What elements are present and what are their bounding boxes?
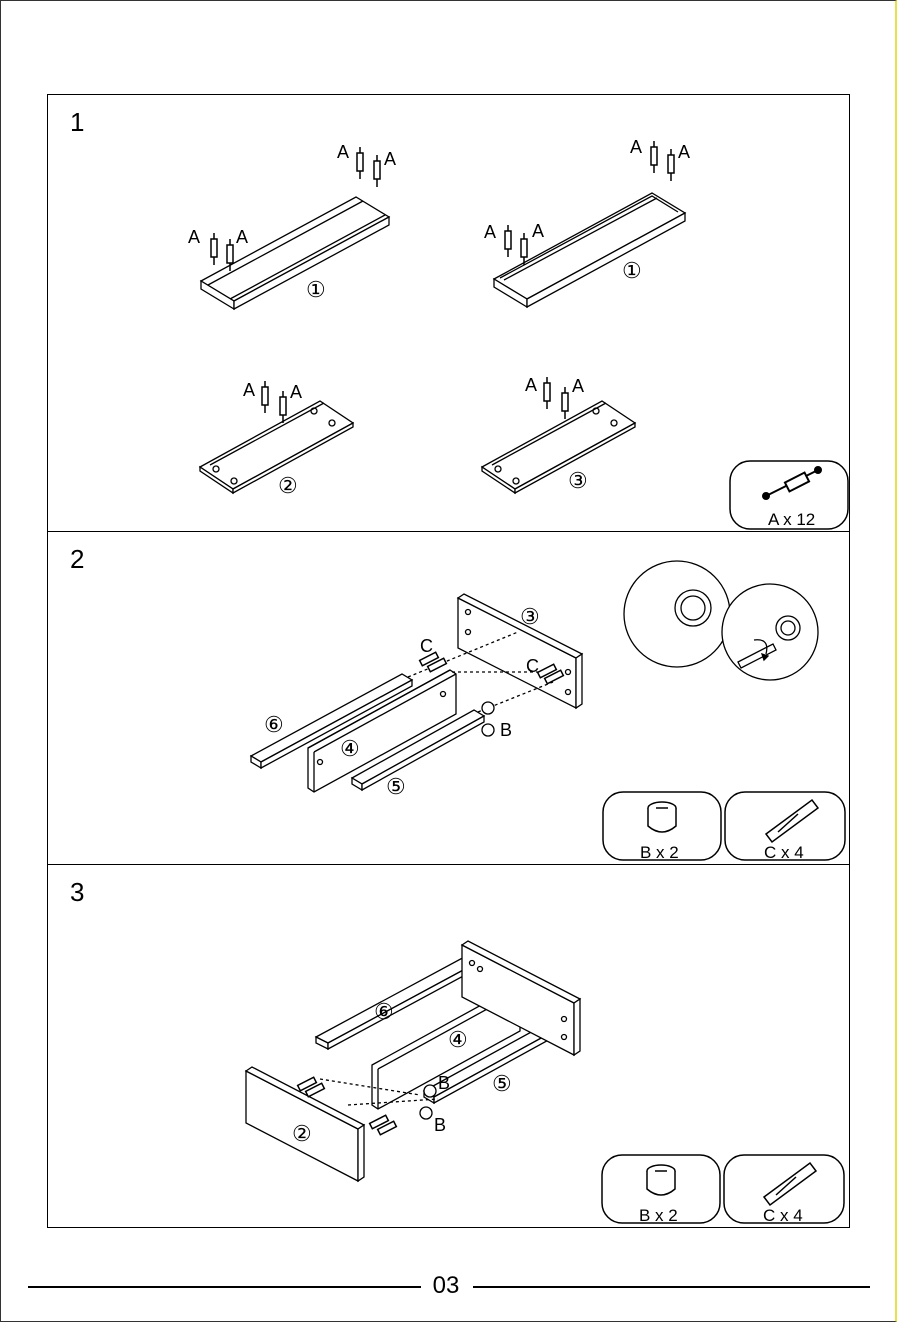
panel-1-label: ① [622,258,642,283]
step-3-panel: 3 [47,864,850,1228]
hardware-quantity: B x 2 [639,1206,678,1225]
dowel-label: A [484,222,496,242]
cam-label: B [434,1115,446,1135]
dowel-label: A [678,142,690,162]
step-2-panel: 2 [47,531,850,865]
hardware-quantity: B x 2 [640,843,679,862]
footer-rule-right [473,1286,870,1288]
hardware-quantity: A x 12 [768,510,815,529]
dowel-label: C [420,636,433,656]
dowel-label: A [188,227,200,247]
cam-label: B [500,720,512,740]
step-2-illustration: C C B ③ ⑥ ④ ⑤ B x 2 C x 4 [48,532,851,866]
panel-2-label: ② [292,1121,312,1146]
step-1-illustration: A A A A A A A A A A A A ① ① ② ③ A x 12 [48,95,851,533]
dowel-label: A [630,137,642,157]
hardware-quantity: C x 4 [764,843,804,862]
panel-1-label: ① [306,277,326,302]
step-1-panel: 1 [47,94,850,532]
panel-5-label: ⑤ [386,774,406,799]
cam-lock-detail [624,561,818,680]
dowel-label: C [526,656,539,676]
cam-lock-icon [648,802,676,832]
panel-4-label: ④ [340,736,360,761]
dowel-label: A [243,380,255,400]
dowel-label: A [236,227,248,247]
cam-label: B [438,1073,450,1093]
step-3-illustration: B B ② ⑥ ④ ⑤ B x 2 C x 4 [48,865,851,1229]
dowel-label: A [384,149,396,169]
panel-3-drawing [482,401,635,493]
panel-2-drawing [200,401,353,493]
panel-6-label: ⑥ [264,712,284,737]
dowel-label: A [532,221,544,241]
cam-lock-icon [647,1165,675,1195]
panel-4-label: ④ [448,1027,468,1052]
dowel-label: A [525,375,537,395]
panel-2-label: ② [278,473,298,498]
page-number: 03 [420,1270,472,1302]
dowel-label: A [337,142,349,162]
panel-3-label: ③ [520,604,540,629]
dowel-label: A [290,382,302,402]
panel-3-label: ③ [568,468,588,493]
dowel-label: A [572,376,584,396]
panel-6-label: ⑥ [374,999,394,1024]
panel-5-label: ⑤ [492,1071,512,1096]
hardware-quantity: C x 4 [763,1206,803,1225]
footer-rule-left [28,1286,421,1288]
